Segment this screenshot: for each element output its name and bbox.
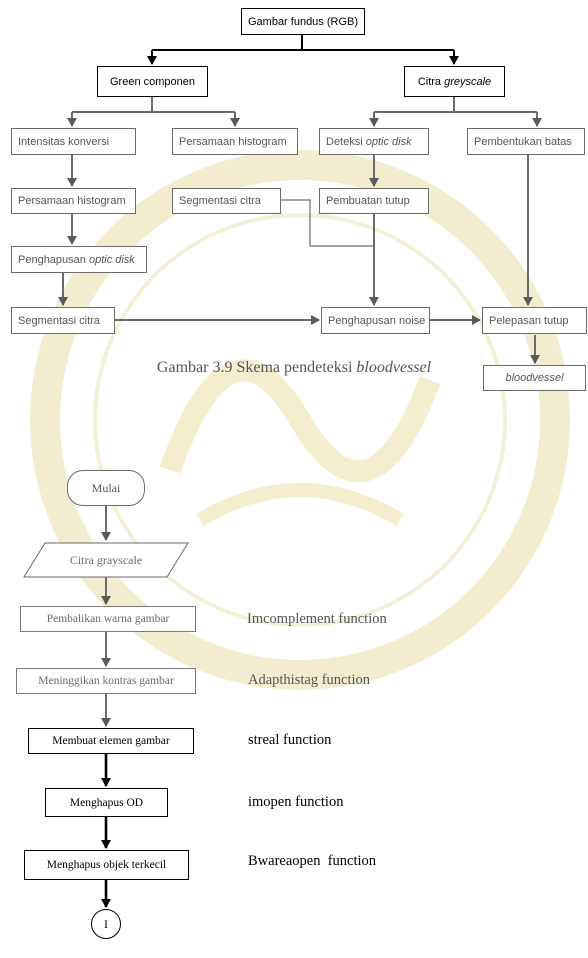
node-citra-em: greyscale — [444, 75, 492, 88]
process-menghapus-objek-label: Menghapus objek terkecil — [46, 859, 167, 871]
node-penghapusan-noise: Penghapusan noise — [321, 307, 430, 334]
node-pelepasan-tutup: Pelepasan tutup — [482, 307, 587, 334]
caption-prefix: Gambar 3.9 Skema pendeteksi — [156, 359, 357, 376]
citra-grayscale-shape — [23, 542, 189, 578]
node-segmentasi-citra-mid: Segmentasi citra — [172, 188, 281, 214]
node-bloodvessel: bloodvessel — [483, 365, 586, 391]
node-green-componen: Green componen — [97, 66, 208, 97]
node-citra-greyscale: Citra greyscale — [404, 66, 505, 97]
terminal-mulai: Mulai — [67, 470, 145, 506]
io-citra-grayscale: Citra grayscale — [24, 543, 188, 577]
node-deteksi-em: optic disk — [365, 135, 412, 148]
function-label-1: Imcomplement function — [247, 611, 387, 627]
node-segmentasi-left-label: Segmentasi citra — [18, 314, 100, 327]
node-segmentasi-mid-label: Segmentasi citra — [179, 195, 261, 207]
node-intensitas-konversi: Intensitas konversi — [11, 128, 136, 155]
node-green-componen-label: Green componen — [110, 75, 195, 88]
process-menghapus-objek: Menghapus objek terkecil — [24, 850, 189, 880]
node-gambar-fundus-label: Gambar fundus (RGB) — [247, 15, 359, 28]
node-noise-label: Penghapusan noise — [328, 314, 426, 327]
node-penghapusan-prefix: Penghapusan — [18, 253, 89, 266]
process-pembalikan-label: Pembalikan warna gambar — [46, 613, 170, 625]
process-meninggikan-kontras: Meninggikan kontras gambar — [16, 668, 196, 694]
function-label-2: Adapthistag function — [248, 672, 371, 688]
process-meninggikan-label: Meninggikan kontras gambar — [38, 675, 174, 687]
node-deteksi-optic-disk: Deteksi optic disk — [319, 128, 429, 155]
io-citra-label: Citra grayscale — [69, 552, 143, 567]
function-label-3: streal function — [248, 732, 332, 748]
node-citra-prefix: Citra — [417, 75, 445, 88]
node-pembuatan-tutup: Pembuatan tutup — [319, 188, 429, 214]
process-membuat-label: Membuat elemen gambar — [52, 735, 170, 747]
node-penghapusan-em: optic disk — [88, 253, 135, 266]
connector-i: I — [91, 909, 121, 939]
node-segmentasi-citra-left: Segmentasi citra — [11, 307, 115, 334]
node-persamaan-histogram-right: Persamaan histogram — [172, 128, 298, 155]
function-label-4: imopen function — [248, 794, 344, 810]
process-membuat-elemen: Membuat elemen gambar — [28, 728, 194, 754]
node-pembuatan-label: Pembuatan tutup — [326, 195, 410, 207]
process-pembalikan-warna: Pembalikan warna gambar — [20, 606, 196, 632]
process-menghapus-od: Menghapus OD — [45, 788, 168, 817]
node-persamaan-left-label: Persamaan histogram — [18, 195, 126, 207]
node-pelepasan-label: Pelepasan tutup — [489, 314, 569, 327]
node-intensitas-label: Intensitas konversi — [18, 135, 110, 148]
node-persamaan-histogram-left: Persamaan histogram — [11, 188, 136, 214]
node-pembentukan-label: Pembentukan batas — [474, 135, 572, 148]
node-penghapusan-optic-disk: Penghapusan optic disk — [11, 246, 147, 273]
edge-segmentasi-mid-noise — [281, 199, 374, 247]
node-gambar-fundus: Gambar fundus (RGB) — [241, 8, 365, 35]
caption-em: bloodvessel — [356, 359, 432, 376]
node-pembentukan-batas: Pembentukan batas — [467, 128, 585, 155]
terminal-mulai-label: Mulai — [91, 480, 121, 495]
process-menghapus-od-label: Menghapus OD — [69, 796, 144, 809]
function-label-5: Bwareaopen function — [248, 853, 377, 869]
figure-caption: Gambar 3.9 Skema pendeteksi bloodvessel — [0, 359, 588, 377]
connector-i-label: I — [104, 916, 108, 931]
node-persamaan-right-label: Persamaan histogram — [179, 135, 287, 148]
node-deteksi-prefix: Deteksi — [326, 135, 366, 148]
node-bloodvessel-label: bloodvessel — [505, 372, 564, 384]
